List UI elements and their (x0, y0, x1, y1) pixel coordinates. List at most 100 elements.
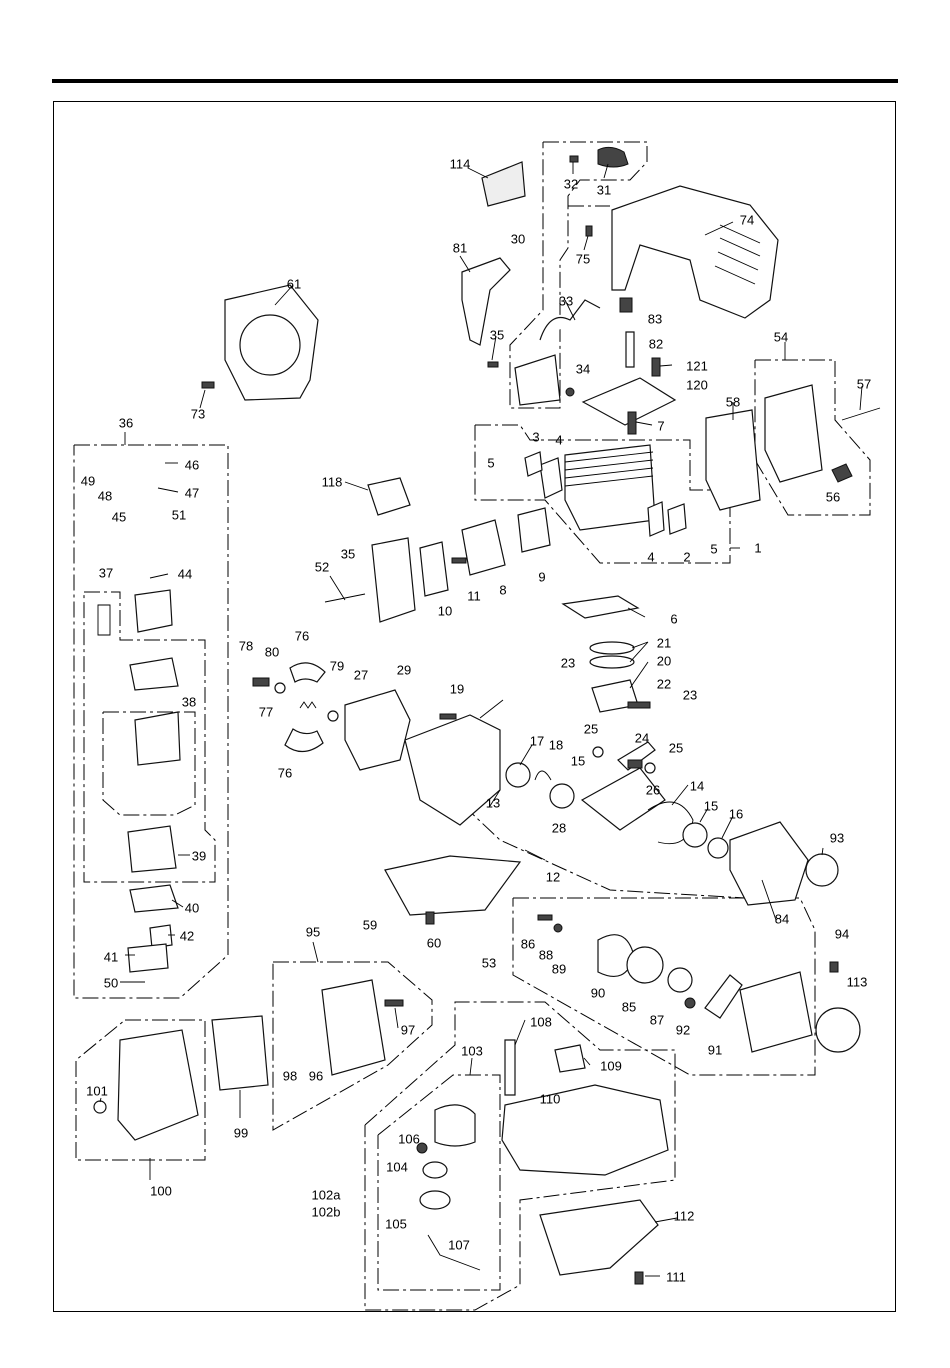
group-38-outline (102, 711, 196, 816)
group-1-outline (474, 424, 731, 564)
label-48: 48 (97, 488, 113, 504)
part-101-knob (93, 1100, 107, 1114)
label-59: 59 (362, 917, 378, 933)
label-76a: 76 (294, 628, 310, 644)
label-83: 83 (647, 311, 663, 327)
label-78: 78 (238, 638, 254, 654)
label-7: 7 (657, 418, 665, 434)
label-2: 2 (683, 549, 691, 565)
part-83-cap (619, 297, 633, 313)
part-76a-clutch-shoe (289, 662, 326, 683)
label-5a: 5 (487, 455, 495, 471)
label-94: 94 (834, 926, 850, 942)
part-58-gasket (705, 409, 761, 511)
label-24: 24 (634, 730, 650, 746)
part-85-reel (626, 946, 664, 984)
label-37: 37 (98, 565, 114, 581)
label-23a: 23 (560, 655, 576, 671)
part-60-bolt (425, 911, 435, 925)
label-20: 20 (656, 653, 672, 669)
label-5b: 5 (710, 541, 718, 557)
label-112: 112 (673, 1208, 695, 1224)
part-74-engine-cover (611, 185, 779, 319)
label-57: 57 (856, 376, 872, 392)
part-ignition-coil (514, 354, 561, 406)
part-105-gasket (419, 1190, 451, 1210)
part-carb-plate-b (134, 711, 181, 766)
label-14: 14 (689, 778, 705, 794)
part-17-bearing (505, 762, 531, 788)
label-109: 109 (600, 1058, 622, 1074)
label-95: 95 (305, 924, 321, 940)
label-81: 81 (452, 240, 468, 256)
part-109-primer (554, 1044, 586, 1073)
part-104-retainer (422, 1161, 448, 1179)
part-114-plate (481, 161, 526, 207)
label-35b: 35 (340, 546, 356, 562)
label-46: 46 (184, 457, 200, 473)
label-35a: 35 (489, 327, 505, 343)
part-15b-bearing (682, 822, 708, 848)
part-76b-clutch-shoe (284, 728, 324, 753)
label-60: 60 (426, 935, 442, 951)
label-92: 92 (675, 1022, 691, 1038)
label-89: 89 (551, 961, 567, 977)
label-108: 108 (530, 1014, 552, 1030)
label-91: 91 (707, 1042, 723, 1058)
group-12-outline (462, 804, 763, 899)
label-77: 77 (258, 704, 274, 720)
part-94-nut (829, 961, 839, 973)
label-8: 8 (499, 582, 507, 598)
label-85: 85 (621, 999, 637, 1015)
part-56-spark-arrester (831, 463, 853, 483)
label-61: 61 (286, 276, 302, 292)
part-77-spring (299, 701, 317, 709)
top-rule (52, 79, 898, 83)
label-41: 41 (103, 949, 119, 965)
label-113: 113 (846, 974, 868, 990)
part-32-screw (569, 155, 579, 163)
label-53: 53 (481, 955, 497, 971)
part-19-bolt (439, 713, 457, 720)
part-7-bolt (627, 411, 637, 435)
part-99-element (211, 1015, 269, 1091)
group-37-outline (83, 591, 216, 883)
label-32: 32 (563, 176, 579, 192)
parts (93, 146, 881, 1285)
part-61-housing-opening (239, 314, 301, 376)
part-3-plate (524, 451, 543, 477)
label-111: 111 (666, 1269, 686, 1285)
part-107-strap (427, 1234, 481, 1271)
label-44: 44 (177, 566, 193, 582)
label-50: 50 (103, 975, 119, 991)
label-34: 34 (575, 361, 591, 377)
part-40-cover (129, 884, 179, 913)
label-102b: 102b (311, 1204, 341, 1220)
part-11-screw (451, 557, 467, 564)
part-59-shroud (384, 855, 522, 916)
label-104: 104 (386, 1159, 408, 1175)
part-52-bolt (324, 593, 366, 603)
label-3: 3 (532, 429, 540, 445)
label-4a: 4 (555, 432, 563, 448)
label-19: 19 (449, 681, 465, 697)
part-39-diaphragm (127, 825, 177, 873)
part-25b-washer (644, 762, 656, 774)
label-76b: 76 (277, 765, 293, 781)
group-30-outline (509, 141, 648, 409)
part-21-ring-a (589, 641, 635, 655)
label-22: 22 (656, 676, 672, 692)
part-16-seal (707, 837, 729, 859)
label-13: 13 (485, 795, 501, 811)
part-118-filter (367, 477, 411, 516)
part-fuel-tank (501, 1084, 669, 1176)
label-47: 47 (184, 485, 200, 501)
part-cylinder-fins (564, 451, 654, 487)
group-102-outline (364, 1001, 676, 1311)
label-56: 56 (825, 489, 841, 505)
label-31: 31 (596, 182, 612, 198)
part-21-ring-b (589, 655, 635, 669)
part-27-washer (327, 710, 339, 722)
label-6: 6 (670, 611, 678, 627)
label-54: 54 (773, 329, 789, 345)
